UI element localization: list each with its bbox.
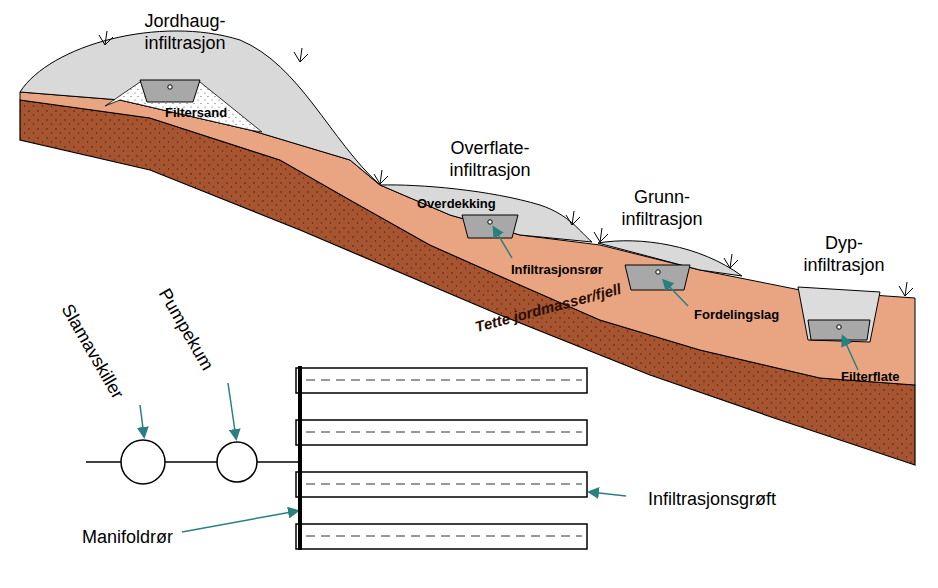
site-heading: Jordhaug- infiltrasjon bbox=[125, 11, 245, 54]
soil-layer bbox=[20, 92, 915, 385]
bedrock-layer bbox=[20, 100, 915, 465]
part-label: Filterflate bbox=[841, 369, 900, 385]
trench bbox=[798, 287, 880, 342]
perforated-pipe bbox=[306, 380, 582, 536]
mound bbox=[380, 185, 592, 242]
pipe bbox=[168, 85, 841, 329]
leader-line bbox=[140, 228, 858, 532]
part-label: Infiltrasjonsgrøft bbox=[648, 489, 776, 511]
distribution-layer bbox=[140, 80, 870, 340]
part-label: Fordelingslag bbox=[694, 307, 779, 323]
site-heading: Dyp- infiltrasjon bbox=[784, 233, 904, 276]
part-label: Manifoldrør bbox=[82, 527, 173, 549]
part-label: Overdekking bbox=[417, 196, 496, 212]
plan-view bbox=[86, 366, 587, 550]
part-label: Filtersand bbox=[165, 105, 227, 121]
part-label: Pumpekum bbox=[153, 285, 217, 375]
site-heading: Overflate- infiltrasjon bbox=[430, 138, 550, 181]
part-label: Infiltrasjonsrør bbox=[511, 262, 603, 278]
part-label: Slamavskiller bbox=[56, 300, 128, 403]
grass bbox=[99, 31, 913, 296]
site-heading: Grunn- infiltrasjon bbox=[602, 187, 722, 230]
mound bbox=[20, 31, 380, 185]
